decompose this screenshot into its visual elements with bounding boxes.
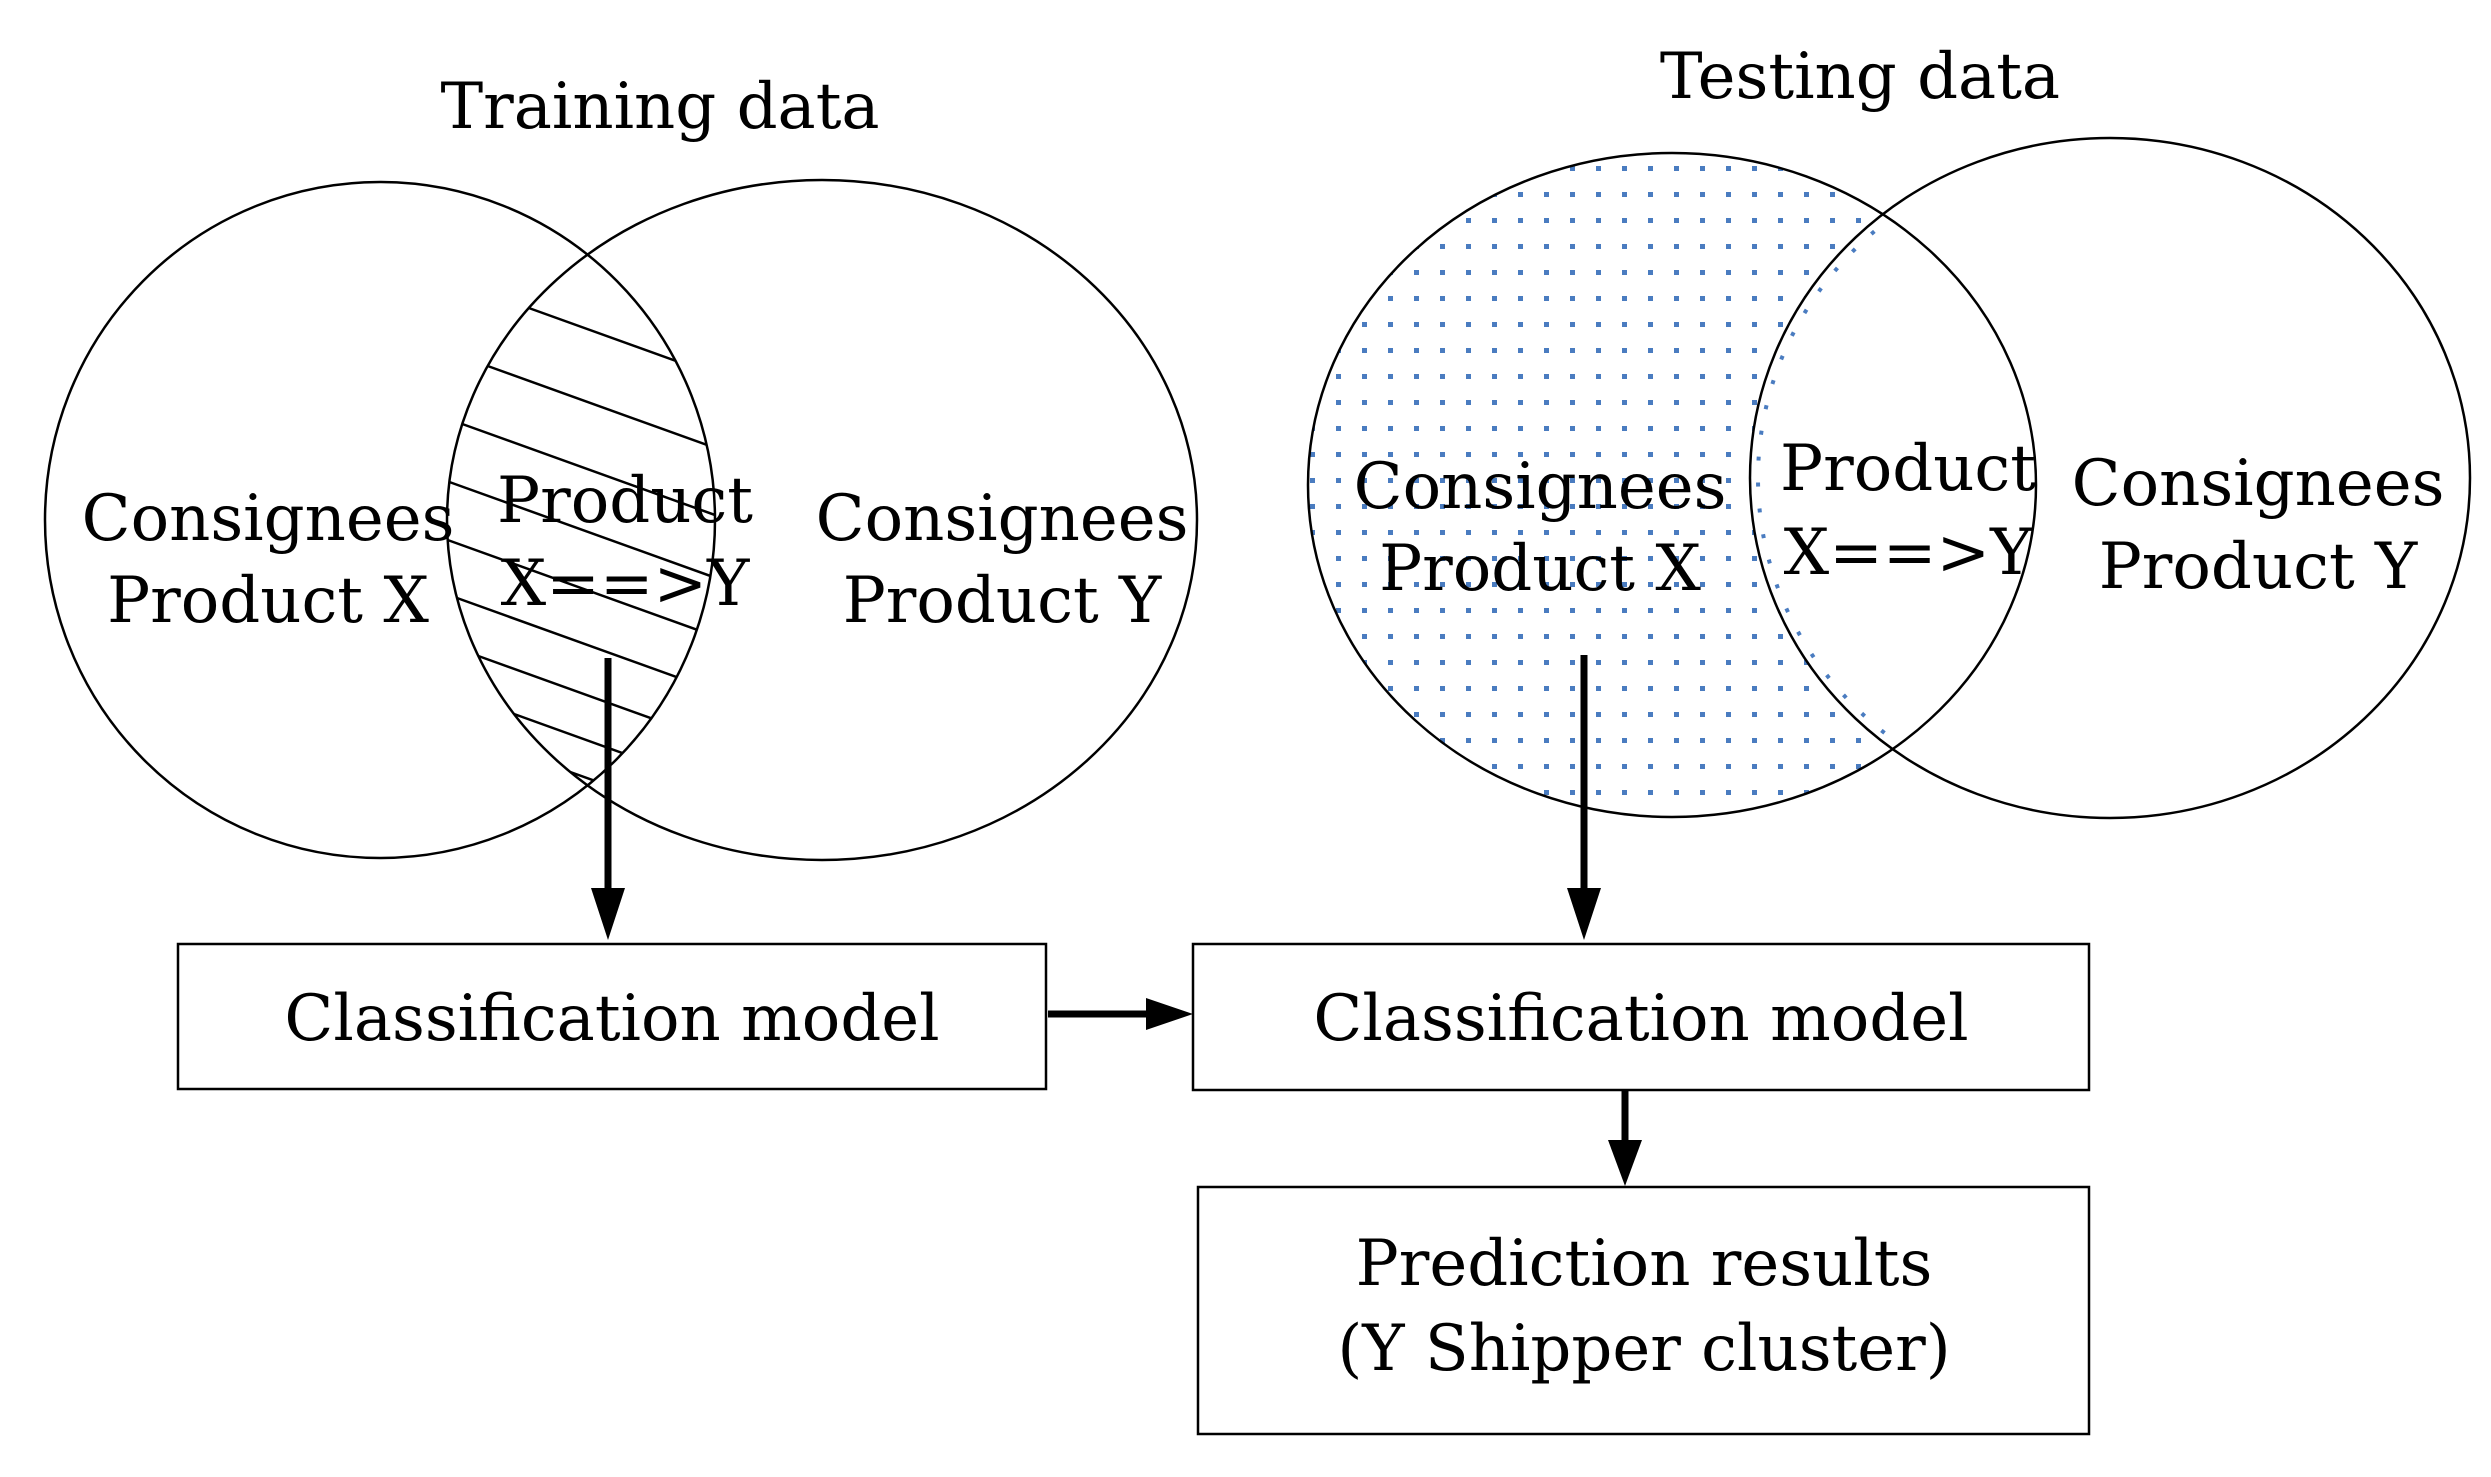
hatch-line: [487, 364, 715, 480]
arrow-model-to-prediction: [1608, 1090, 1642, 1186]
testing-title: Testing data: [1660, 40, 2060, 114]
testing-left-line1: Consignees: [1354, 450, 1727, 524]
test-model-box: Classification model: [1191, 942, 2091, 1092]
testing-intersection-line2: X==>Y: [1784, 516, 2033, 590]
training-left-line2: Product X: [107, 564, 429, 638]
left-only-dot-fill: [1308, 153, 2036, 817]
training-left-circle: [43, 180, 717, 860]
prediction-line2: (Y Shipper cluster): [1337, 1312, 1950, 1386]
training-left-line1: Consignees: [82, 482, 455, 556]
training-intersection-line1: Product: [497, 464, 753, 538]
training-venn: Training data Consignees Product X Produ…: [43, 70, 1199, 862]
hatch-line: [593, 248, 715, 326]
hatch-line: [447, 538, 715, 669]
train-model-box: Classification model: [176, 942, 1048, 1091]
testing-left-line2: Product X: [1379, 532, 1701, 606]
prediction-line1: Prediction results: [1356, 1227, 1933, 1301]
training-title: Training data: [440, 70, 879, 144]
hatch-line: [461, 422, 715, 547]
testing-intersection-line1: Product: [1780, 432, 2036, 506]
testing-right-line2: Product Y: [2099, 530, 2418, 604]
testing-right-line1: Consignees: [2072, 447, 2445, 521]
training-right-circle: [445, 178, 1199, 862]
arrow-test-to-model: [1567, 655, 1601, 940]
arrow-train-to-model: [591, 658, 625, 940]
hatch-line: [456, 596, 715, 723]
hatch-line: [477, 654, 715, 773]
training-intersection-line2: X==>Y: [501, 547, 750, 621]
test-model-label: Classification model: [1313, 982, 1968, 1056]
hatch-line: [448, 480, 715, 610]
training-right-line2: Product Y: [843, 564, 1162, 638]
testing-right-circle: [1748, 136, 2472, 820]
training-right-line1: Consignees: [816, 482, 1189, 556]
hatch-line: [513, 712, 715, 819]
testing-left-circle: [1306, 151, 2038, 819]
arrow-train-model-to-test-model: [1048, 998, 1193, 1030]
train-model-label: Classification model: [284, 982, 939, 1056]
prediction-box: Prediction results (Y Shipper cluster): [1196, 1185, 2091, 1436]
hatch-line: [528, 306, 715, 407]
testing-venn: Testing data Consignees Product X Produc…: [1306, 40, 2472, 820]
